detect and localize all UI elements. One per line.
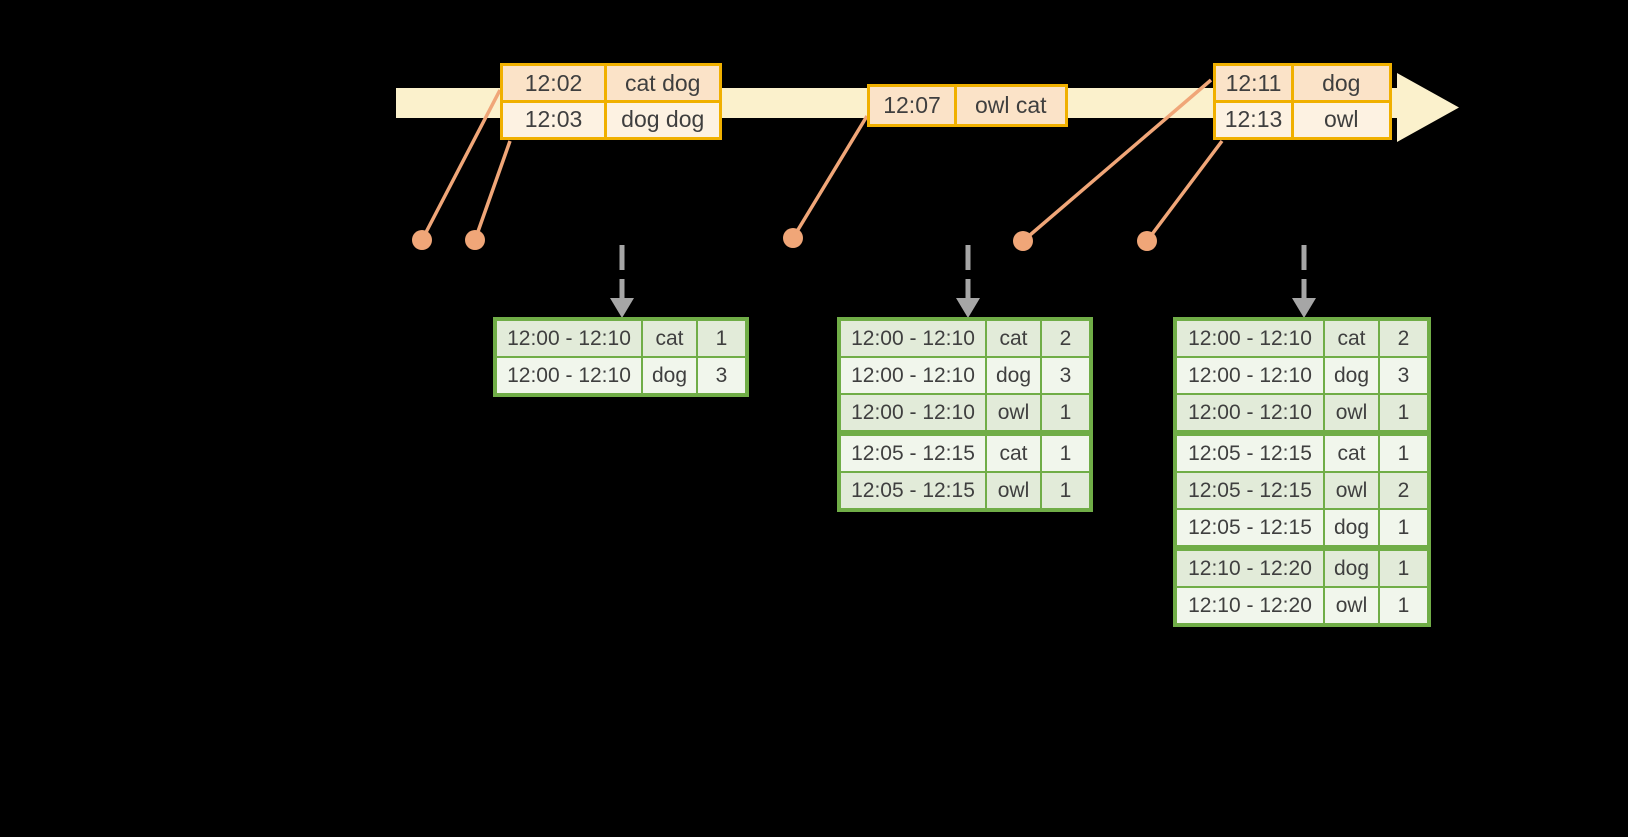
event-time: 12:13 bbox=[1216, 102, 1291, 137]
window-cell: 12:00 - 12:10 bbox=[1177, 321, 1323, 356]
result-row: 12:00 - 12:10 dog 3 bbox=[1177, 358, 1427, 393]
count-cell: 1 bbox=[1042, 473, 1089, 508]
window-cell: 12:05 - 12:15 bbox=[841, 436, 985, 471]
result-row: 12:00 - 12:10 cat 1 bbox=[497, 321, 745, 356]
word-cell: owl bbox=[1325, 395, 1378, 430]
event-time: 12:11 bbox=[1216, 66, 1291, 101]
result-row: 12:00 - 12:10 cat 2 bbox=[1177, 321, 1427, 356]
count-cell: 1 bbox=[1042, 395, 1089, 430]
event-table-3: 12:11 dog 12:13 owl bbox=[1213, 63, 1392, 140]
count-cell: 3 bbox=[698, 358, 745, 393]
window-cell: 12:10 - 12:20 bbox=[1177, 551, 1323, 586]
window-cell: 12:05 - 12:15 bbox=[1177, 436, 1323, 471]
event-words: cat dog bbox=[606, 66, 719, 101]
event-dot bbox=[412, 230, 432, 250]
window-cell: 12:00 - 12:10 bbox=[841, 395, 985, 430]
event-table-2: 12:07 owl cat bbox=[867, 84, 1068, 127]
event-connector-line bbox=[1145, 139, 1224, 243]
count-cell: 1 bbox=[1380, 395, 1427, 430]
event-time: 12:07 bbox=[870, 87, 954, 124]
result-row: 12:00 - 12:10 owl 1 bbox=[1177, 395, 1427, 430]
result-row: 12:05 - 12:15 dog 1 bbox=[1177, 510, 1427, 545]
event-time: 12:02 bbox=[503, 66, 604, 101]
event-connector-line bbox=[420, 89, 502, 241]
count-cell: 2 bbox=[1380, 321, 1427, 356]
result-row: 12:00 - 12:10 dog 3 bbox=[841, 358, 1089, 393]
window-cell: 12:00 - 12:10 bbox=[1177, 395, 1323, 430]
event-dot bbox=[1013, 231, 1033, 251]
result-table-1: 12:00 - 12:10 cat 1 12:00 - 12:10 dog 3 bbox=[493, 317, 749, 397]
window-cell: 12:05 - 12:15 bbox=[1177, 473, 1323, 508]
count-cell: 2 bbox=[1042, 321, 1089, 356]
event-connector-line bbox=[1021, 78, 1213, 243]
word-cell: owl bbox=[987, 473, 1040, 508]
event-words: owl bbox=[1293, 102, 1389, 137]
window-cell: 12:05 - 12:15 bbox=[1177, 510, 1323, 545]
count-cell: 1 bbox=[698, 321, 745, 356]
result-row: 12:10 - 12:20 owl 1 bbox=[1177, 588, 1427, 623]
count-cell: 1 bbox=[1380, 588, 1427, 623]
word-cell: owl bbox=[1325, 473, 1378, 508]
count-cell: 1 bbox=[1380, 510, 1427, 545]
word-cell: cat bbox=[1325, 321, 1378, 356]
word-cell: dog bbox=[1325, 358, 1378, 393]
event-words: dog dog bbox=[606, 102, 719, 137]
count-cell: 3 bbox=[1380, 358, 1427, 393]
event-table-1: 12:02 cat dog 12:03 dog dog bbox=[500, 63, 722, 140]
word-cell: dog bbox=[1325, 510, 1378, 545]
trigger-arrow-head bbox=[610, 298, 634, 318]
event-dot bbox=[783, 228, 803, 248]
count-cell: 3 bbox=[1042, 358, 1089, 393]
result-row: 12:00 - 12:10 cat 2 bbox=[841, 321, 1089, 356]
count-cell: 1 bbox=[1380, 436, 1427, 471]
count-cell: 1 bbox=[1042, 436, 1089, 471]
result-row: 12:00 - 12:10 owl 1 bbox=[841, 395, 1089, 430]
window-cell: 12:00 - 12:10 bbox=[497, 358, 641, 393]
result-table-2: 12:00 - 12:10 cat 2 12:00 - 12:10 dog 3 … bbox=[837, 317, 1093, 512]
word-cell: cat bbox=[1325, 436, 1378, 471]
word-cell: owl bbox=[1325, 588, 1378, 623]
word-cell: cat bbox=[643, 321, 696, 356]
result-row: 12:05 - 12:15 owl 1 bbox=[841, 473, 1089, 508]
window-cell: 12:00 - 12:10 bbox=[1177, 358, 1323, 393]
word-cell: cat bbox=[987, 436, 1040, 471]
window-cell: 12:05 - 12:15 bbox=[841, 473, 985, 508]
result-row: 12:05 - 12:15 cat 1 bbox=[1177, 436, 1427, 471]
event-words: dog bbox=[1293, 66, 1389, 101]
event-words: owl cat bbox=[956, 87, 1065, 124]
result-row: 12:05 - 12:15 owl 2 bbox=[1177, 473, 1427, 508]
result-table-3: 12:00 - 12:10 cat 2 12:00 - 12:10 dog 3 … bbox=[1173, 317, 1431, 627]
word-cell: dog bbox=[643, 358, 696, 393]
word-cell: cat bbox=[987, 321, 1040, 356]
event-dot bbox=[1137, 231, 1157, 251]
window-cell: 12:10 - 12:20 bbox=[1177, 588, 1323, 623]
event-dot bbox=[465, 230, 485, 250]
trigger-arrow-head bbox=[1292, 298, 1316, 318]
event-connector-line bbox=[791, 115, 869, 239]
window-cell: 12:00 - 12:10 bbox=[497, 321, 641, 356]
window-cell: 12:00 - 12:10 bbox=[841, 321, 985, 356]
event-time: 12:03 bbox=[503, 102, 604, 137]
result-row: 12:10 - 12:20 dog 1 bbox=[1177, 551, 1427, 586]
window-cell: 12:00 - 12:10 bbox=[841, 358, 985, 393]
result-row: 12:05 - 12:15 cat 1 bbox=[841, 436, 1089, 471]
count-cell: 2 bbox=[1380, 473, 1427, 508]
word-cell: owl bbox=[987, 395, 1040, 430]
word-cell: dog bbox=[987, 358, 1040, 393]
result-row: 12:00 - 12:10 dog 3 bbox=[497, 358, 745, 393]
count-cell: 1 bbox=[1380, 551, 1427, 586]
event-connector-line bbox=[473, 140, 512, 241]
word-cell: dog bbox=[1325, 551, 1378, 586]
trigger-arrow-head bbox=[956, 298, 980, 318]
